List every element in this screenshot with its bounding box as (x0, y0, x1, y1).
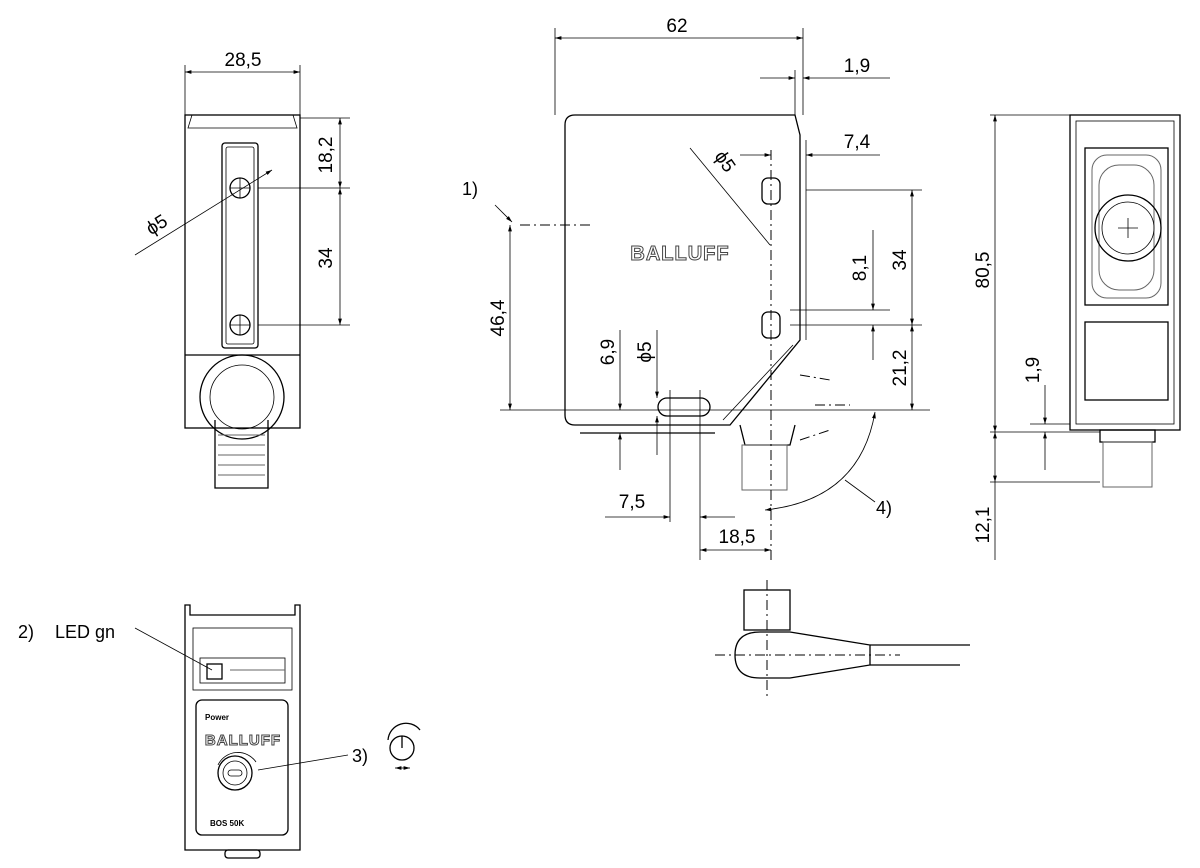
note-2: 2) (18, 622, 34, 642)
dim-height-axis: 46,4 (488, 299, 509, 336)
dim-hole-spacing-side: 34 (890, 249, 911, 271)
dim-width: 28,5 (225, 50, 262, 71)
dim-hole-diameter-top: ϕ5 (710, 147, 739, 176)
note-1: 1) (462, 179, 478, 199)
balluff-logo-top: BALLUFF (205, 732, 281, 749)
note-4: 4) (876, 498, 892, 518)
dim-bottom-slot-offset: 6,9 (598, 339, 619, 365)
rotate-adjust-icon (387, 722, 421, 770)
top-view: Power BALLUFF BOS 50K 2) LED gn 3) (18, 604, 421, 859)
dim-hole-offset: 7,4 (844, 132, 871, 153)
dim-rear-offset: 1,9 (1023, 357, 1044, 383)
side-view: BALLUFF 62 1,9 7,4 ϕ5 1) 46,4 34 21,2 (462, 16, 970, 700)
dim-connector-x: 18,5 (719, 527, 756, 548)
dim-slot-x: 7,5 (619, 492, 645, 513)
dim-hole-spacing: 34 (316, 247, 337, 269)
dim-top-to-hole: 18,2 (316, 137, 337, 174)
model-label: BOS 50K (210, 819, 244, 828)
led-label: LED gn (55, 622, 115, 642)
rear-view: 80,5 1,9 12,1 (973, 114, 1181, 560)
balluff-logo: BALLUFF (630, 243, 729, 265)
dim-offset-8-1: 8,1 (850, 255, 871, 281)
front-view: 28,5 18,2 34 ϕ5 (134, 50, 350, 489)
dim-connector-height: 12,1 (973, 507, 994, 544)
power-label: Power (205, 713, 229, 722)
note-3: 3) (352, 746, 368, 766)
potentiometer-knob[interactable] (217, 752, 257, 791)
dim-lower-offset: 21,2 (890, 350, 911, 387)
dim-bottom-slot-diameter: ϕ5 (635, 341, 656, 362)
dim-length: 62 (666, 16, 687, 37)
dim-hole-diameter: ϕ5 (143, 211, 172, 240)
dim-rear-height: 80,5 (973, 252, 994, 289)
led-indicator (206, 663, 223, 680)
dim-edge-offset: 1,9 (844, 56, 870, 77)
